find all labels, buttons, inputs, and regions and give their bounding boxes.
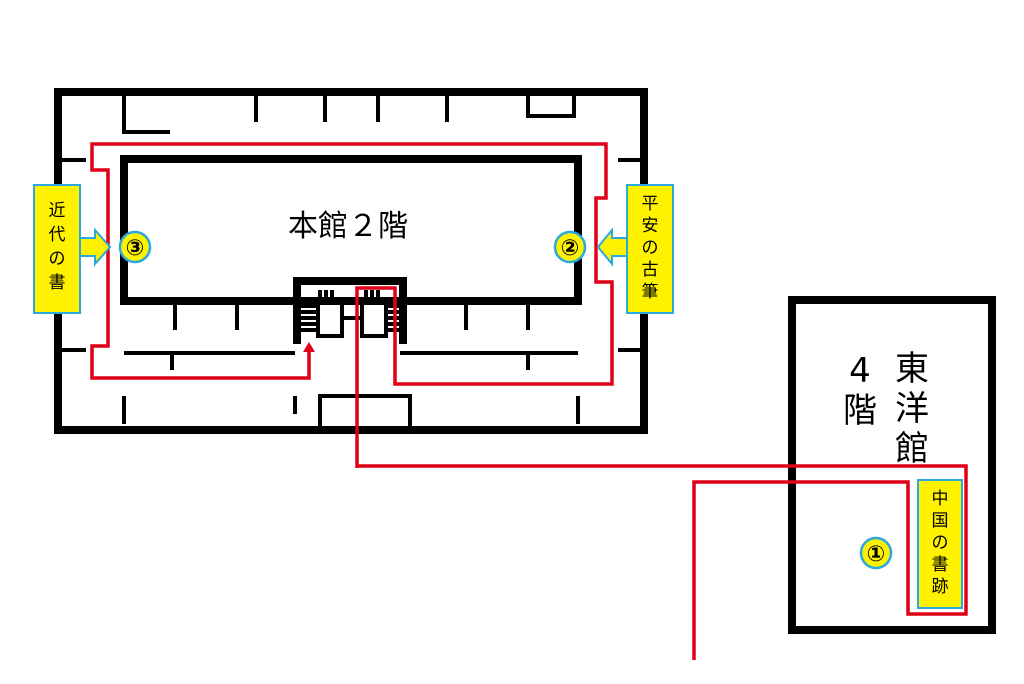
- route-to-toyokan: [357, 464, 968, 660]
- toyokan-floor-char: 4: [849, 351, 871, 391]
- route-arrowhead: [303, 342, 315, 352]
- stop-3: 近 代 の 書 ③: [33, 184, 152, 314]
- toyokan-name-char: 東: [895, 349, 929, 389]
- toyokan-floor: 4 階: [843, 351, 877, 431]
- stop-1-label-char: 書: [932, 555, 949, 575]
- stop-2-label-char: の: [642, 238, 659, 258]
- stop-3-label-char: 代: [49, 225, 66, 245]
- stop-2-number: ②: [561, 236, 580, 261]
- stop-3-number: ③: [126, 236, 145, 261]
- toyokan-name-char: 館: [895, 429, 929, 469]
- visit-route: [90, 142, 968, 660]
- toyokan-floor-char: 階: [843, 391, 877, 431]
- stop-3-label-box: [33, 184, 81, 314]
- toyokan-name-char: 洋: [895, 389, 929, 429]
- stop-2-label-char: 安: [642, 216, 659, 236]
- stop-1-number: ①: [867, 542, 886, 567]
- route-honkan-loop: [90, 142, 614, 468]
- honkan-walls: [54, 88, 648, 434]
- stop-2-label-char: 古: [642, 260, 659, 280]
- stop-1-label-char: 国: [932, 511, 949, 531]
- stop-3-label-char: の: [49, 249, 66, 269]
- stop-2-label-char: 筆: [642, 282, 659, 302]
- stop-3-number-circle: [118, 230, 152, 264]
- stop-1-label-char: 跡: [932, 577, 949, 597]
- stop-3-label-char: 近: [49, 201, 66, 221]
- stop-2-label-char: 平: [642, 194, 659, 214]
- stop-3-label-char: 書: [49, 273, 66, 293]
- stop-1-label-char: 中: [932, 489, 949, 509]
- stop-2-label-box: [626, 184, 674, 314]
- stop-3-arrow-icon: [79, 227, 112, 267]
- stop-2-arrow-icon: [596, 227, 628, 267]
- stop-1-label-char: の: [932, 533, 949, 553]
- stop-2-number-circle: [553, 230, 587, 264]
- stop-2: 平 安 の 古 筆 ②: [553, 184, 674, 314]
- stop-1: 中 国 の 書 跡 ①: [859, 479, 963, 609]
- toyokan-name: 東 洋 館: [895, 349, 929, 469]
- honkan-title: 本館２階: [288, 209, 408, 244]
- stop-1-label-box: [917, 479, 963, 609]
- stop-1-number-circle: [859, 536, 893, 570]
